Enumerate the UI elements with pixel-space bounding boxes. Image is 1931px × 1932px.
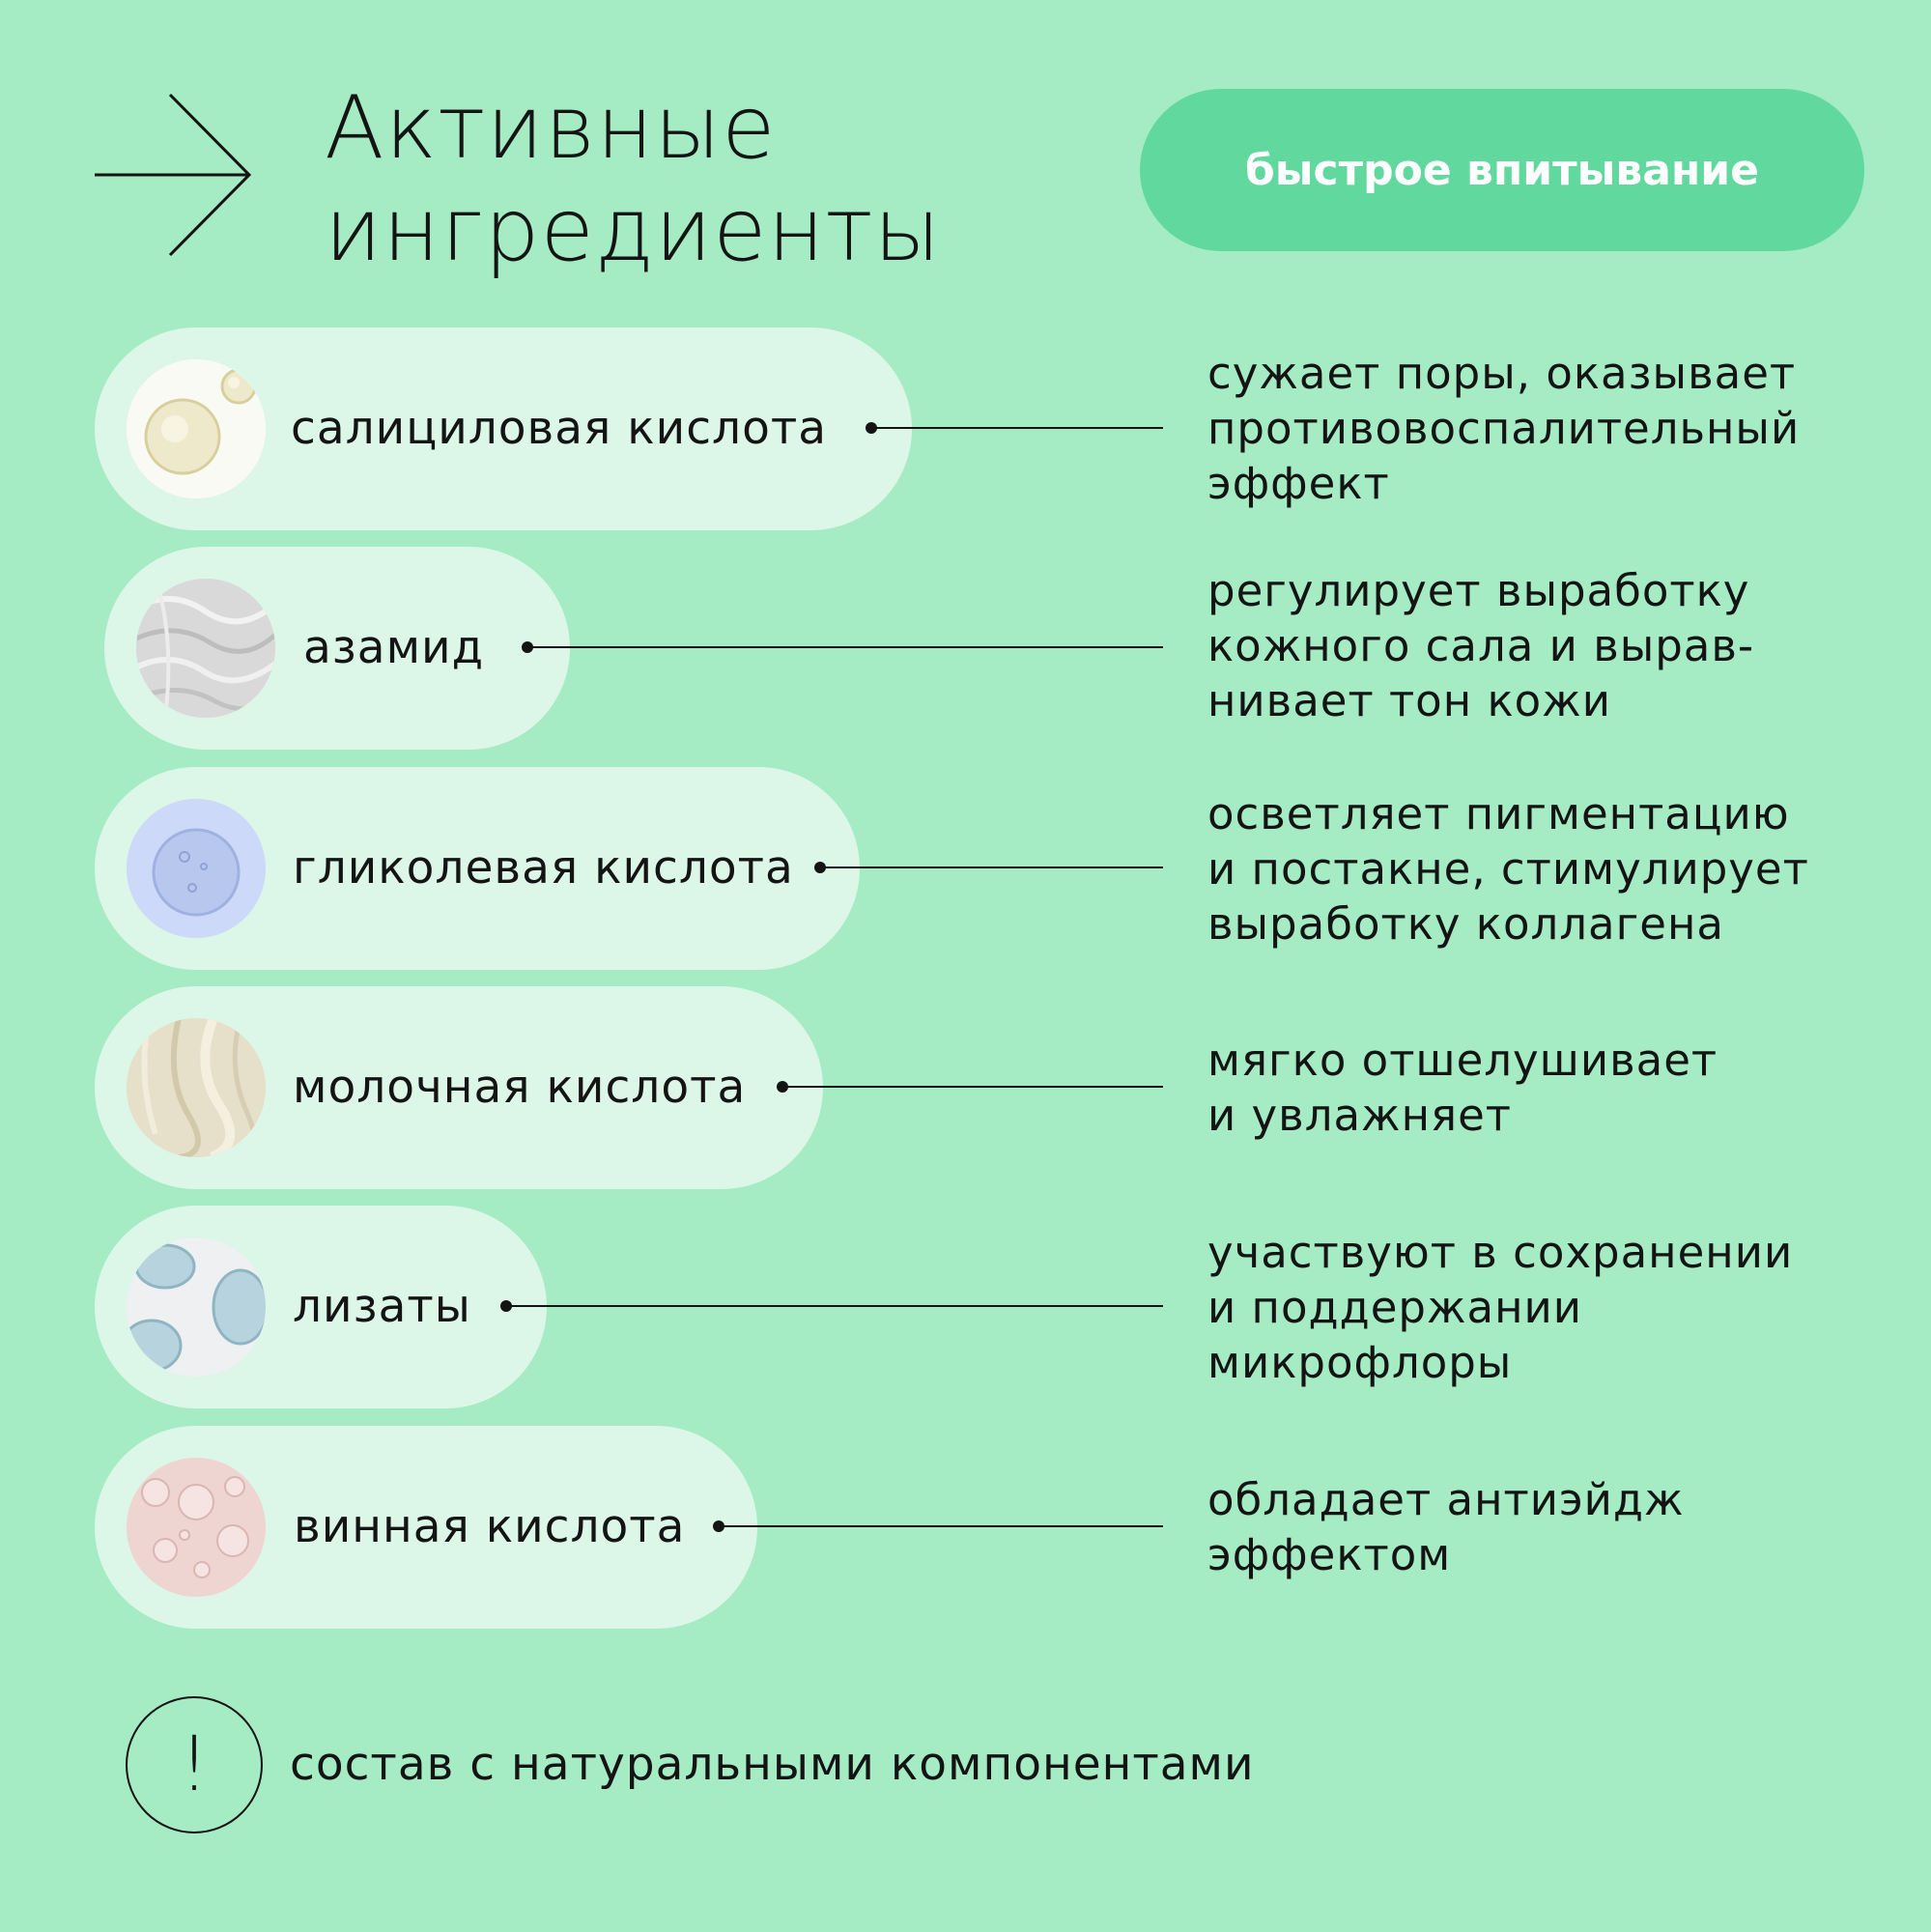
ingredient-pill-azamid: азамид [104,547,570,750]
ingredient-description: мягко отшелушивает и увлажняет [1207,1033,1884,1143]
description-line: микрофлоры [1207,1337,1513,1388]
description-line: и постакне, стимулирует [1207,843,1809,895]
description-line: осветляет пигментацию [1207,788,1790,839]
ingredient-pill-glycolic: гликолевая кислота [95,767,860,970]
ingredient-pill-tartaric: винная кислота [95,1426,757,1629]
description-line: противовоспалительный [1207,403,1801,454]
description-line: эффектом [1207,1529,1452,1580]
ingredient-pill-lysates: лизаты [95,1206,547,1408]
description-line: сужает поры, оказывает [1207,348,1797,399]
description-line: нивает тон кожи [1207,675,1611,726]
beige-water-image [127,1018,266,1157]
ingredient-description: осветляет пигментацию и постакне, стимул… [1207,786,1884,952]
connector-line [506,1305,1163,1307]
description-line: эффект [1207,458,1390,509]
description-line: и увлажняет [1207,1090,1512,1141]
title-line-2: ингредиенты [325,180,942,281]
ingredient-pill-lactic: молочная кислота [95,986,823,1189]
exclamation-glyph: ! [179,1721,210,1808]
water-ripple-image [136,579,275,718]
description-line: мягко отшелушивает [1207,1035,1718,1086]
connector-line [820,867,1163,868]
description-line: участвуют в сохранении [1207,1227,1794,1278]
oil-drops-image [127,359,266,498]
gel-drops-image [127,1237,266,1377]
connector-line [527,646,1163,648]
page-title: Активные ингредиенты [325,77,1001,282]
composition-note: состав с натуральными компонентами [290,1738,1255,1791]
description-line: кожного сала и вырав- [1207,620,1755,671]
description-line: выработку коллагена [1207,898,1724,950]
ingredient-description: обладает антиэйдж эффектом [1207,1472,1884,1582]
feature-badge-label: быстрое впитывание [1245,145,1759,195]
ingredient-name: лизаты [293,1280,471,1333]
pink-droplets-image [127,1458,266,1597]
ingredient-name: азамид [303,621,485,674]
ingredient-name: молочная кислота [293,1061,747,1114]
ingredient-name: гликолевая кислота [293,841,794,895]
feature-badge: быстрое впитывание [1140,89,1864,251]
ingredient-description: регулирует выработку кожного сала и выра… [1207,563,1884,728]
title-line-1: Активные [325,77,777,179]
description-line: и поддержании [1207,1282,1583,1333]
blue-gel-drop-image [127,799,266,938]
ingredient-description: сужает поры, оказывает противовоспалител… [1207,346,1884,511]
arrow-right-icon [95,93,252,257]
description-line: регулирует выработку [1207,565,1750,616]
ingredient-pill-salicylic: салициловая кислота [95,327,912,530]
connector-line [719,1525,1163,1527]
connector-line [782,1086,1163,1088]
exclamation-icon: ! [126,1696,263,1833]
ingredient-description: участвуют в сохранении и поддержании мик… [1207,1225,1884,1390]
ingredient-name: винная кислота [294,1500,686,1553]
description-line: обладает антиэйдж [1207,1474,1685,1525]
ingredient-name: салициловая кислота [291,402,828,455]
connector-line [871,427,1163,429]
